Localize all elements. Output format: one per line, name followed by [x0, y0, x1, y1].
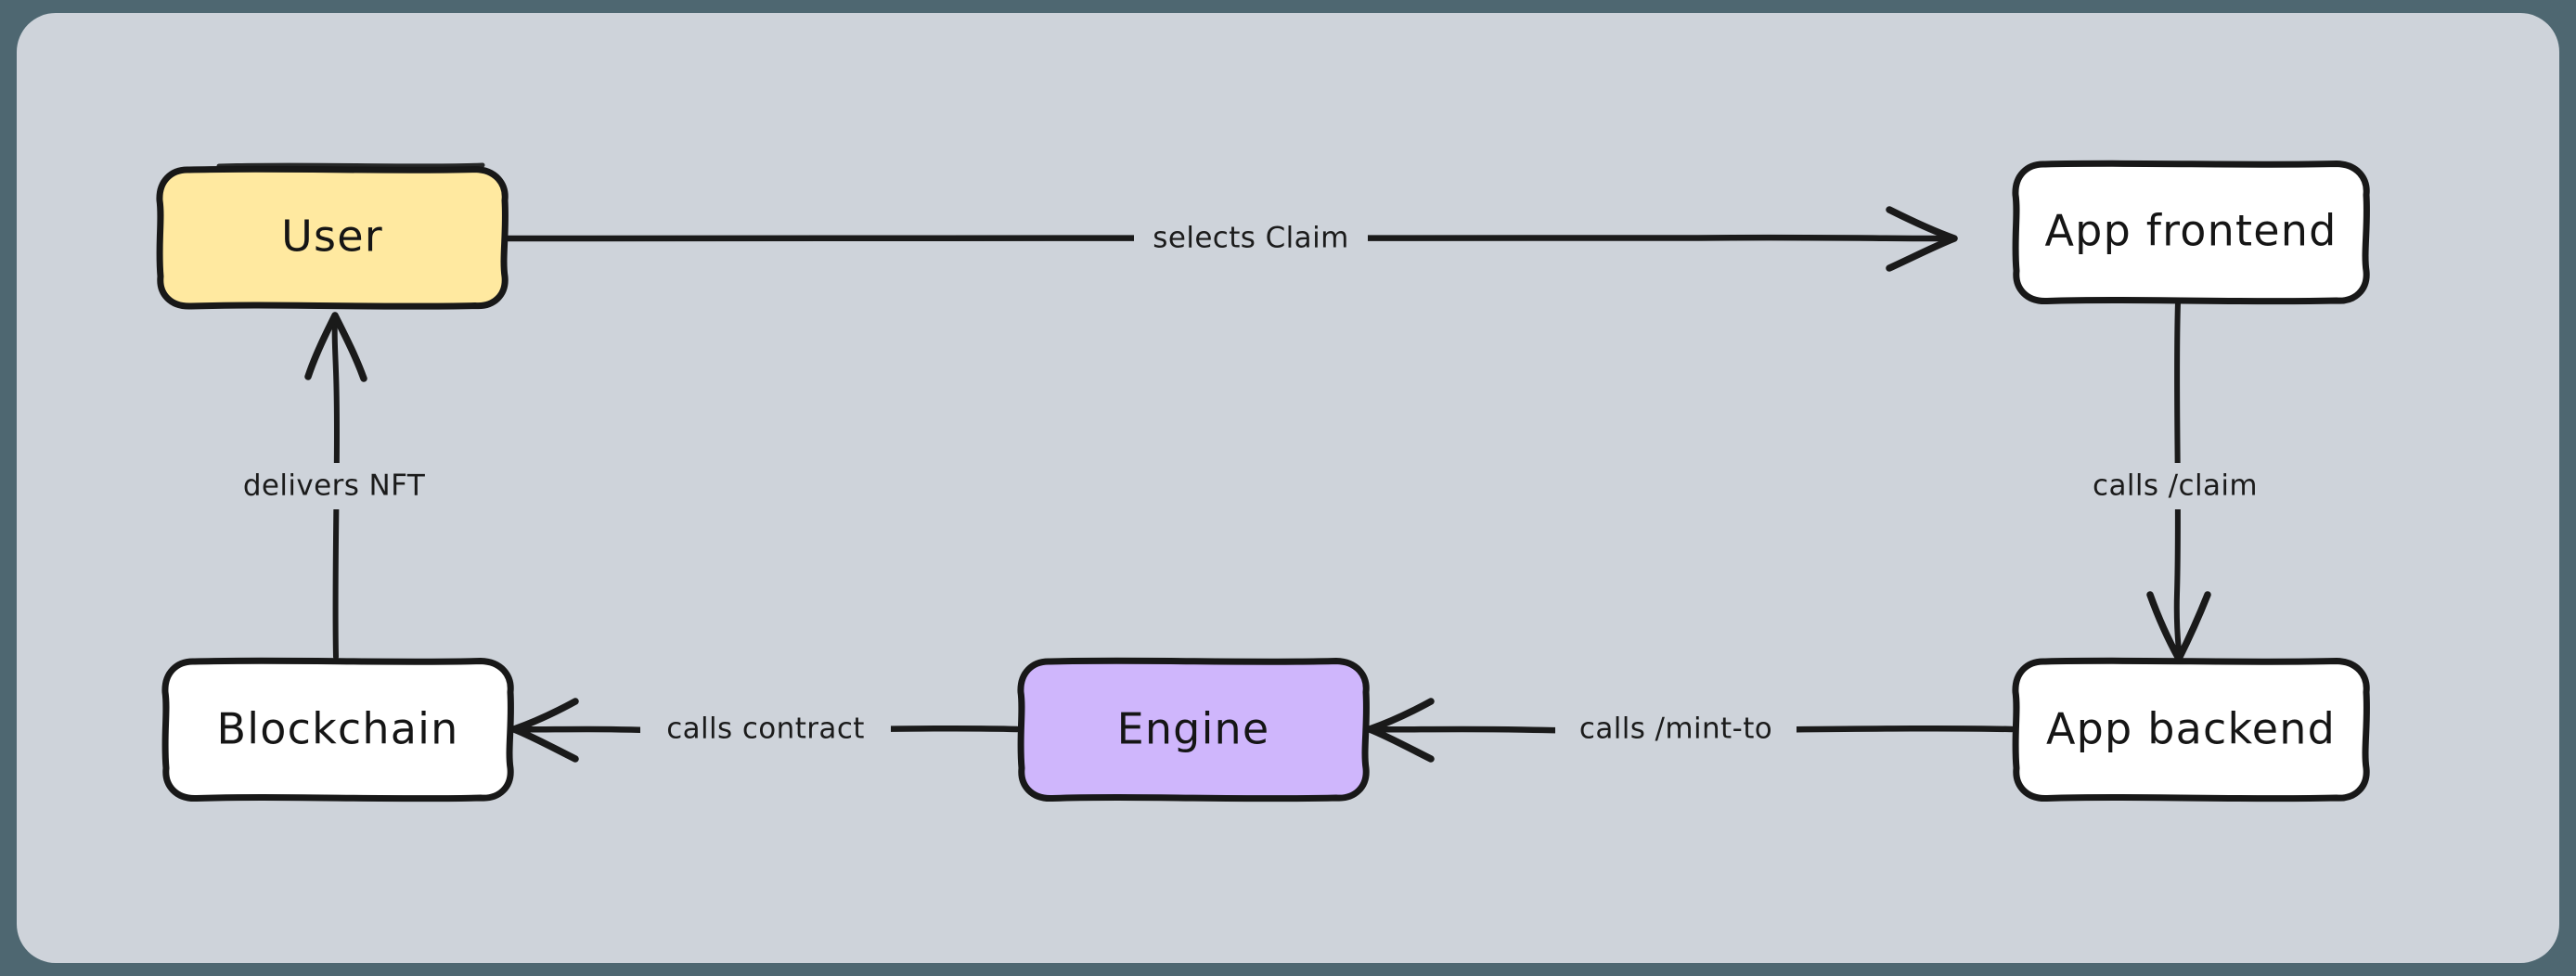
edge-user-to-app-frontend: [503, 206, 1958, 272]
node-engine-label: Engine: [1117, 704, 1270, 754]
edge-label-delivers-nft-group: delivers NFT: [215, 463, 453, 509]
edge-line-delivers-nft: [331, 320, 340, 660]
edge-app-frontend-to-app-backend: [2146, 300, 2211, 662]
node-app-frontend-label: App frontend: [2045, 206, 2338, 256]
node-blockchain[interactable]: Blockchain: [161, 657, 514, 803]
node-user-shape: [156, 165, 509, 310]
label-bg-delivers-nft: [215, 463, 453, 509]
edge-label-calls-claim: calls /claim: [2093, 469, 2258, 503]
edge-line-calls-claim: [2173, 300, 2182, 654]
edge-label-delivers-nft: delivers NFT: [243, 469, 426, 503]
edge-label-selects-claim-group: selects Claim: [1134, 215, 1368, 262]
label-bg-calls-mint-to: [1555, 706, 1797, 752]
label-bg-calls-contract: [640, 706, 891, 752]
node-blockchain-shape: [161, 657, 514, 803]
arrowhead-up-user: [304, 312, 367, 382]
edge-label-calls-contract: calls contract: [666, 713, 865, 746]
node-user[interactable]: User: [156, 162, 509, 310]
arrowhead-right-app-frontend: [1886, 206, 1958, 272]
node-app-backend-label: App backend: [2046, 704, 2336, 754]
node-blockchain-label: Blockchain: [217, 704, 459, 754]
edge-blockchain-to-user: [304, 312, 367, 660]
node-engine[interactable]: Engine: [1017, 657, 1370, 803]
node-app-frontend-shape: [2012, 160, 2370, 305]
arrowhead-left-engine: [1366, 698, 1435, 763]
arrowhead-down-app-backend: [2146, 591, 2211, 662]
node-engine-shape: [1017, 657, 1370, 803]
arrowhead-left-blockchain: [510, 698, 579, 763]
node-app-frontend[interactable]: App frontend: [2012, 160, 2370, 305]
edge-label-calls-contract-group: calls contract: [640, 706, 891, 752]
node-app-backend-shape: [2012, 657, 2370, 803]
edge-label-calls-mint-to: calls /mint-to: [1579, 713, 1772, 746]
node-user-label: User: [281, 212, 383, 262]
edge-label-calls-claim-group: calls /claim: [2067, 463, 2283, 509]
node-user-sketch-stroke: [216, 162, 485, 169]
edge-label-selects-claim: selects Claim: [1153, 222, 1348, 255]
node-app-backend[interactable]: App backend: [2012, 657, 2370, 803]
edge-line-selects-claim: [503, 234, 1951, 242]
edge-label-calls-mint-to-group: calls /mint-to: [1555, 706, 1797, 752]
label-bg-calls-claim: [2067, 463, 2283, 509]
label-bg-selects-claim: [1134, 215, 1368, 262]
